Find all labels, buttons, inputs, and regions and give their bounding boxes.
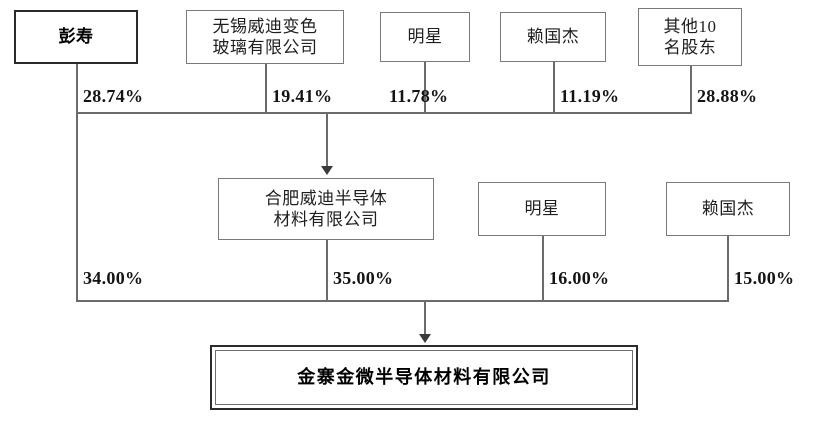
stake-label-peng-shou-tier1: 28.74%: [83, 86, 144, 106]
stake-label-other-ten: 28.88%: [697, 86, 758, 106]
node-label: 金寨金微半导体材料有限公司: [297, 367, 551, 388]
connector-bus-to-target: [424, 300, 426, 336]
connector-bus-tier1: [76, 112, 692, 114]
node-ming-xing-tier1[interactable]: 明星: [380, 12, 470, 62]
connector-bus-tier2: [76, 300, 729, 302]
stake-label-lai-guojie-tier1: 11.19%: [560, 86, 620, 106]
node-label: 明星: [524, 199, 560, 219]
connector-hefei-weidi-down: [326, 240, 328, 302]
node-inner-frame: 金寨金微半导体材料有限公司: [215, 350, 633, 405]
connector-peng-shou-trunk: [76, 112, 78, 302]
connector-peng-shou-tier1: [76, 64, 78, 112]
node-wuxi-weidi[interactable]: 无锡威迪变色 玻璃有限公司: [186, 10, 344, 64]
node-hefei-weidi[interactable]: 合肥威迪半导体 材料有限公司: [218, 178, 434, 240]
arrow-into-hefei-weidi: [321, 166, 333, 175]
connector-ming-xing-tier2: [542, 236, 544, 302]
connector-bus-to-hefei-weidi: [326, 112, 328, 168]
stake-label-peng-shou-tier2: 34.00%: [83, 268, 144, 288]
node-jinzhai-jinwei[interactable]: 金寨金微半导体材料有限公司: [210, 345, 638, 410]
node-other-ten-shareholders[interactable]: 其他10 名股东: [638, 8, 742, 66]
stake-label-hefei-weidi: 35.00%: [333, 268, 394, 288]
stake-label-lai-guojie-tier2: 15.00%: [734, 268, 795, 288]
node-label: 赖国杰: [701, 199, 755, 219]
arrow-into-target-entity: [419, 334, 431, 343]
stake-label-ming-xing-tier2: 16.00%: [549, 268, 610, 288]
node-label: 明星: [407, 27, 443, 47]
stake-label-wuxi-weidi: 19.41%: [272, 86, 333, 106]
connector-lai-guojie-tier1: [553, 62, 555, 112]
node-lai-guojie-tier1[interactable]: 赖国杰: [500, 12, 606, 62]
node-label: 赖国杰: [526, 27, 580, 47]
node-peng-shou-tier1[interactable]: 彭寿: [14, 10, 138, 64]
connector-other-ten: [690, 66, 692, 112]
connector-wuxi-weidi: [265, 64, 267, 112]
connector-lai-guojie-tier2: [727, 236, 729, 302]
stake-label-ming-xing-tier1: 11.78%: [389, 86, 449, 106]
node-ming-xing-tier2[interactable]: 明星: [478, 182, 606, 236]
connector-ming-xing-tier1: [424, 62, 426, 112]
node-lai-guojie-tier2[interactable]: 赖国杰: [666, 182, 790, 236]
node-label: 其他10 名股东: [663, 16, 717, 57]
node-label: 无锡威迪变色 玻璃有限公司: [212, 16, 318, 57]
node-label: 彭寿: [58, 27, 94, 47]
node-label: 合肥威迪半导体 材料有限公司: [264, 188, 388, 229]
